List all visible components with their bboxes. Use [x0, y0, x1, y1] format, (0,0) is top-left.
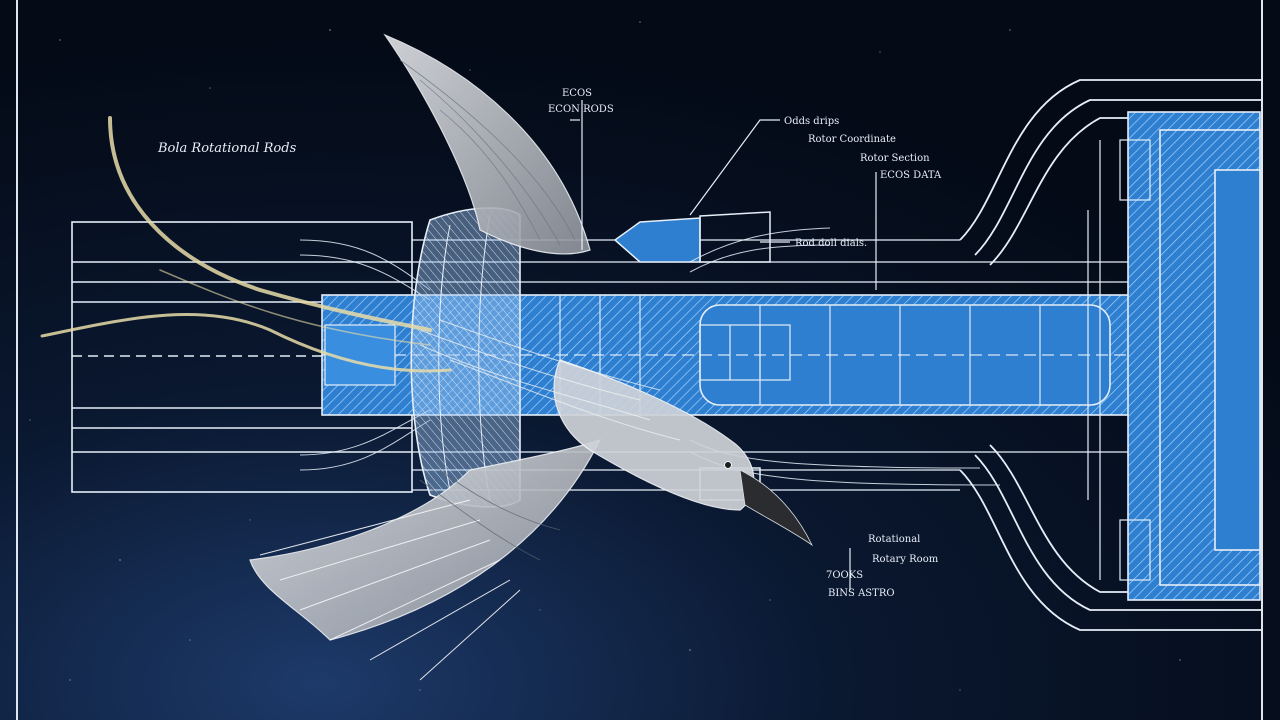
label-top-1: ECOS: [562, 88, 592, 99]
right-end-cap: [1087, 111, 1261, 601]
label-right-2: Rotor Coordinate: [808, 134, 896, 145]
gold-tendrils: [40, 116, 452, 373]
label-title: Bola Rotational Rods: [157, 141, 297, 156]
right-housing: [959, 79, 1262, 631]
label-bottom-4: BINS ASTRO: [828, 588, 895, 599]
label-bottom-3: 7OOKS: [826, 570, 863, 581]
bird-body: [553, 359, 755, 511]
label-right-4: ECOS DATA: [880, 170, 942, 181]
callout-lines: [570, 100, 877, 590]
label-bottom-2: Rotary Room: [872, 554, 939, 565]
star-field: [29, 21, 1181, 691]
labels: Bola Rotational Rods ECOS ECON RODS Odds…: [157, 88, 942, 599]
bird-eye: [724, 461, 732, 469]
bird-figure: [249, 33, 814, 681]
label-right-3: Rotor Section: [860, 153, 930, 164]
bird-beak: [739, 469, 814, 547]
label-bottom-1: Rotational: [868, 534, 920, 545]
label-mid-1: Rod doll dials.: [795, 238, 867, 249]
rotor-disc: [410, 207, 521, 508]
label-top-2: ECON RODS: [548, 104, 614, 115]
label-right-1: Odds drips: [784, 116, 839, 127]
frame-border: [16, 0, 1263, 720]
